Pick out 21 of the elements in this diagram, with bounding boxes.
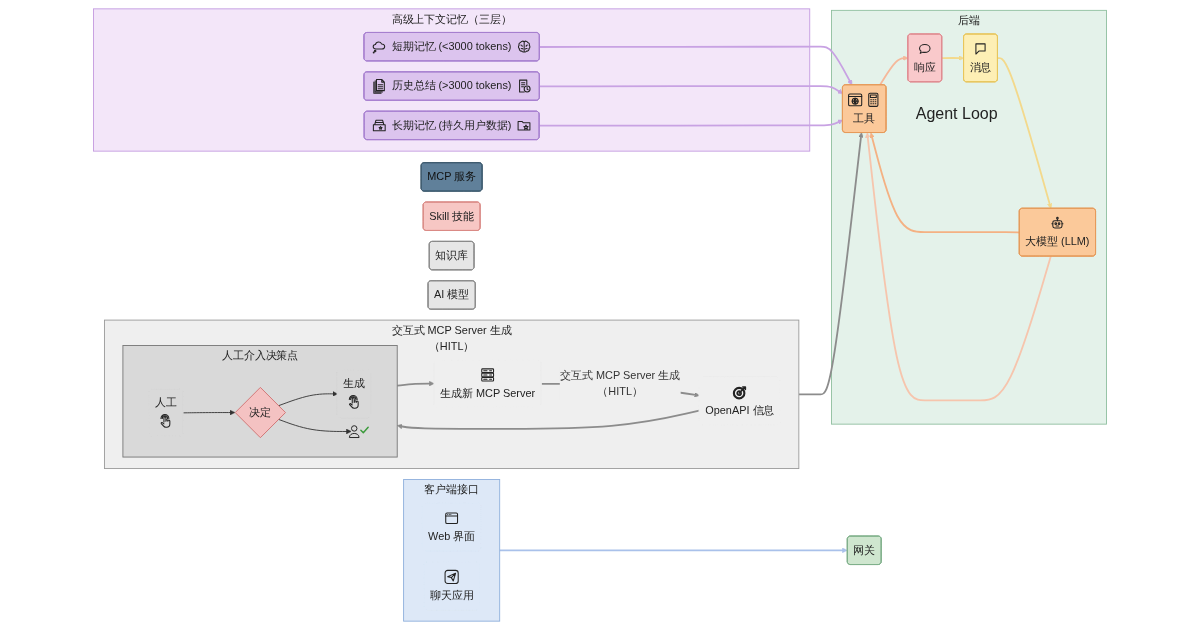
node-text: 人工 — [155, 396, 177, 409]
arrow — [396, 380, 435, 387]
arrow — [869, 132, 1021, 234]
loop-label: Agent Loop — [915, 105, 998, 124]
arrow — [879, 55, 909, 86]
arrow — [396, 409, 701, 430]
arrow — [538, 119, 843, 127]
arrow — [996, 57, 1053, 209]
node-label: 聊天应用 — [429, 589, 474, 602]
node-text: 生成新 MCP Server — [440, 386, 536, 399]
arrow — [941, 55, 965, 61]
node-diamond: 决定 — [234, 386, 286, 439]
edge-label: 交互式 MCP Server 生成（HITL） — [560, 369, 681, 398]
node-text: OpenAPI 信息 — [705, 404, 775, 417]
node-label: Web 界面 — [428, 530, 476, 543]
arrow — [538, 85, 843, 95]
arrow — [797, 132, 864, 396]
node-text: 生成 — [343, 377, 366, 390]
arrow — [498, 547, 848, 553]
arrow — [538, 45, 853, 86]
arrow — [865, 132, 1052, 402]
